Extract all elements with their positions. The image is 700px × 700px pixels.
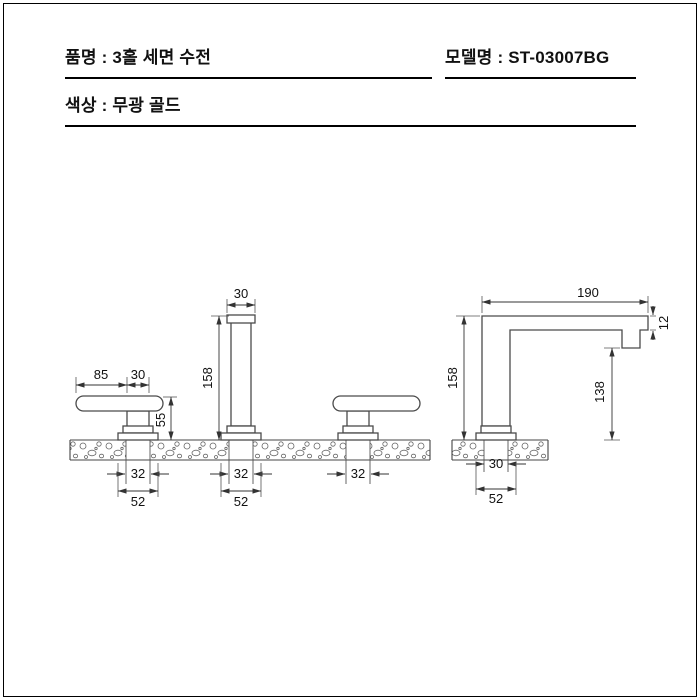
- dim-side-base-width: 52: [489, 491, 503, 506]
- side-dimensions: 190 12 158 138 30: [445, 285, 671, 506]
- dim-side-tip-thickness: 12: [656, 316, 671, 330]
- side-countertop: [451, 439, 549, 461]
- dim-front-handle-height: 55: [153, 413, 168, 427]
- front-view: 30 85 30 158 55 32: [69, 286, 431, 509]
- dim-side-body-height: 158: [445, 367, 460, 389]
- side-faucet-body: [475, 315, 649, 441]
- left-handle: [75, 395, 164, 441]
- dim-side-shank-width: 30: [489, 456, 503, 471]
- side-view: 190 12 158 138 30: [445, 285, 671, 506]
- dim-front-center-shank: 32: [234, 466, 248, 481]
- dim-front-spout-height: 158: [200, 367, 215, 389]
- dim-front-handle-length: 85: [94, 367, 108, 382]
- front-countertop: [69, 439, 431, 461]
- front-shank-lines: [125, 440, 371, 484]
- product-name-label: 품명 : 3홀 세면 수전: [65, 43, 432, 79]
- center-spout: [220, 314, 262, 441]
- front-dimensions: 30 85 30 158 55 32: [75, 286, 389, 509]
- dim-side-spout-reach: 190: [577, 285, 599, 300]
- color-label: 색상 : 무광 골드: [65, 91, 636, 127]
- model-name-label: 모델명 : ST-03007BG: [445, 43, 636, 79]
- dim-front-spout-top-width: 30: [234, 286, 248, 301]
- side-shank-lines: [483, 440, 509, 472]
- dim-front-left-base: 52: [131, 494, 145, 509]
- dim-front-center-base: 52: [234, 494, 248, 509]
- dim-front-left-shank: 32: [131, 466, 145, 481]
- dim-front-right-shank: 32: [351, 466, 365, 481]
- dim-front-handle-hub-width: 30: [131, 367, 145, 382]
- dim-side-clearance-height: 138: [592, 381, 607, 403]
- right-handle: [332, 395, 421, 441]
